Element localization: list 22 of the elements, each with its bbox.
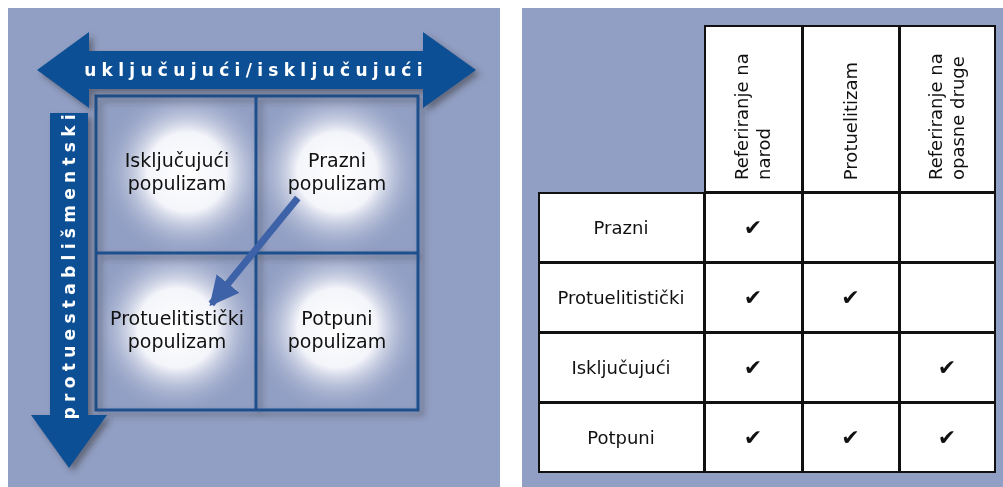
- check-mark: ✔: [743, 424, 763, 450]
- axis-label: uključujući/isključujući: [84, 60, 428, 80]
- check-mark: ✔: [743, 284, 763, 310]
- row-label: Potpuni: [587, 426, 655, 448]
- quadrant-label: Prazni populizam: [267, 149, 407, 195]
- quadrant-label: Isključujući populizam: [102, 149, 252, 195]
- column-header: Protuelitizam: [839, 61, 862, 180]
- check-mark: ✔: [937, 424, 957, 450]
- check-mark: ✔: [743, 354, 763, 380]
- row-label: Protuelitistički: [557, 286, 685, 308]
- arrow: [208, 195, 301, 307]
- check-mark: ✔: [841, 424, 860, 450]
- axis-label: protuestablišmentski: [59, 108, 79, 420]
- check-mark: ✔: [937, 354, 957, 380]
- row-label: Prazni: [593, 216, 649, 238]
- check-mark: ✔: [743, 214, 763, 240]
- column-header: Referiranje na opasne druge: [925, 52, 969, 180]
- check-mark: ✔: [841, 284, 860, 310]
- row-label: Isključujući: [571, 356, 671, 378]
- quadrant-label: Potpuni populizam: [267, 307, 407, 353]
- column-header: Referiranje na narod: [731, 52, 775, 180]
- quadrant-label: Protuelitistički populizam: [99, 307, 255, 353]
